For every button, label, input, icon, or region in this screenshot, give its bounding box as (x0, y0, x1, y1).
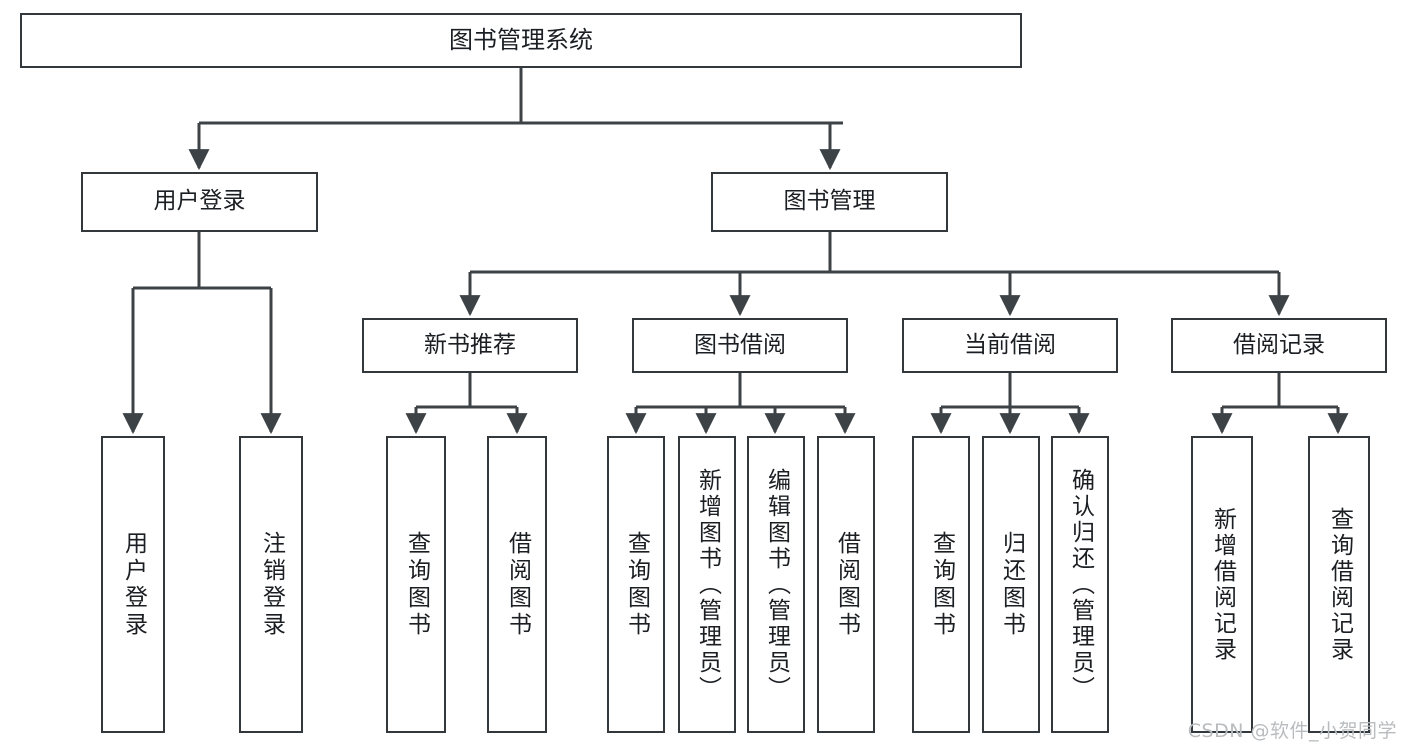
node-label: 查询借阅记录 (1326, 506, 1353, 663)
node-current-borrow[interactable]: 当前借阅 (902, 318, 1118, 373)
node-label: 新书推荐 (424, 331, 516, 358)
node-label: 当前借阅 (964, 331, 1056, 358)
node-leaf-borrow-book[interactable]: 借阅图书 (817, 436, 875, 733)
node-label: 借阅图书 (833, 530, 860, 639)
node-label: 新增借阅记录 (1209, 506, 1236, 663)
node-leaf-add-borrow-record[interactable]: 新增借阅记录 (1191, 436, 1253, 733)
node-label: 确认归还（管理员） (1067, 467, 1094, 702)
node-label: 图书管理系统 (449, 26, 593, 55)
node-leaf-query-book-borrow[interactable]: 查询图书 (607, 436, 665, 733)
node-label: 编辑图书（管理员） (763, 467, 790, 702)
node-new-book-recommend[interactable]: 新书推荐 (362, 318, 578, 373)
node-label: 用户登录 (153, 188, 246, 215)
node-label: 查询图书 (623, 530, 650, 639)
node-label: 归还图书 (998, 530, 1025, 639)
node-leaf-query-book-current[interactable]: 查询图书 (912, 436, 970, 733)
node-label: 查询图书 (403, 530, 430, 639)
node-leaf-query-borrow-record[interactable]: 查询借阅记录 (1308, 436, 1370, 733)
node-label: 借阅图书 (504, 530, 531, 639)
node-book-management[interactable]: 图书管理 (711, 172, 948, 232)
node-label: 查询图书 (928, 530, 955, 639)
node-label: 用户登录 (120, 530, 147, 639)
node-leaf-edit-book-admin[interactable]: 编辑图书（管理员） (747, 436, 805, 733)
node-user-login[interactable]: 用户登录 (81, 172, 318, 232)
node-label: 图书管理 (783, 188, 876, 215)
node-leaf-confirm-return-admin[interactable]: 确认归还（管理员） (1051, 436, 1109, 733)
node-label: 新增图书（管理员） (694, 467, 721, 702)
node-label: 注销登录 (258, 530, 285, 639)
node-label: 图书借阅 (694, 331, 786, 358)
node-leaf-return-book[interactable]: 归还图书 (982, 436, 1040, 733)
node-leaf-add-book-admin[interactable]: 新增图书（管理员） (678, 436, 736, 733)
node-book-borrow[interactable]: 图书借阅 (632, 318, 848, 373)
node-label: 借阅记录 (1233, 331, 1325, 358)
node-root-library-system[interactable]: 图书管理系统 (20, 13, 1022, 68)
node-leaf-query-book-recommend[interactable]: 查询图书 (386, 436, 446, 733)
node-borrow-record[interactable]: 借阅记录 (1171, 318, 1387, 373)
node-leaf-logout[interactable]: 注销登录 (239, 436, 303, 733)
node-leaf-borrow-book-recommend[interactable]: 借阅图书 (487, 436, 547, 733)
node-leaf-user-login[interactable]: 用户登录 (101, 436, 165, 733)
